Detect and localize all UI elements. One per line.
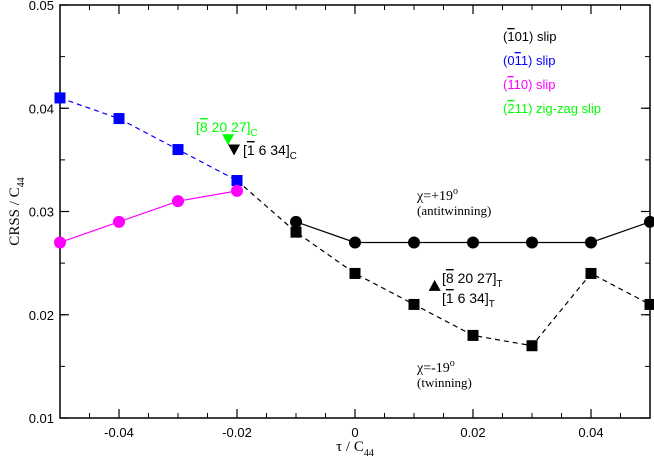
series-line-magenta xyxy=(59,190,238,244)
x-axis-label: τ / C44 xyxy=(336,439,374,459)
annotation-t-line1-rest: 20 27] xyxy=(454,270,497,286)
data-point-twinning xyxy=(290,226,302,238)
data-point-antitwinning xyxy=(585,236,597,249)
annotation-t-line1: [8 20 27]T xyxy=(442,270,503,290)
data-point-antitwinning xyxy=(290,215,302,228)
legend-entry-4: (211) zig-zag slip xyxy=(503,101,601,116)
data-point-twinning xyxy=(349,267,361,279)
series-line-blue xyxy=(59,97,238,182)
annotation-t-line2: [1 6 34]T xyxy=(442,290,495,310)
legend-entry-1: (101) slip xyxy=(503,29,557,44)
data-point-twinning xyxy=(644,298,654,310)
annotation-green-c: [8 20 27]C xyxy=(196,119,258,139)
legend-entry-1-rest: 01) slip xyxy=(515,29,557,44)
annotation-green-c-open: [ xyxy=(196,119,200,135)
annotation-t-line1-open: [ xyxy=(442,270,446,286)
series-magenta xyxy=(54,184,243,249)
legend-entry-2-overbar-digit: 1 xyxy=(515,53,522,68)
y-axis-label: CRSS / C44 xyxy=(7,177,27,245)
x-tick-label: 0.02 xyxy=(460,425,485,440)
annotations: [8 20 27]C[1 6 34]C[8 20 27]T[1 6 34]Tχ=… xyxy=(196,119,503,390)
y-tick-label: 0.02 xyxy=(29,308,54,323)
x-tick-label: 0 xyxy=(351,425,358,440)
axis-ticks: -0.04 -0.02 0 0.02 0.04 0.01 0.02 0.03 0.04 0.05 τ… xyxy=(7,0,651,459)
annotation-anti-label: (antitwinning) xyxy=(417,203,491,218)
annotation-green-c-rest: 20 27] xyxy=(208,119,251,135)
annotation-black-c-open: [ xyxy=(243,142,247,158)
data-point-magenta xyxy=(113,215,125,228)
data-point-antitwinning xyxy=(408,236,420,249)
legend-entry-3: (110) slip xyxy=(503,77,556,92)
data-point-magenta xyxy=(231,184,243,197)
annotation-green-c-subscript: C xyxy=(251,128,258,139)
y-tick-label: 0.01 xyxy=(29,411,54,426)
annotation-twin-chi-text: χ=-19 xyxy=(416,361,450,376)
data-point-blue xyxy=(231,175,243,187)
legend-entry-3-open: ( xyxy=(503,77,508,92)
series-blue xyxy=(54,92,243,187)
legend-entry-1-overbar-digit: 1 xyxy=(507,29,514,44)
legend-entry-3-overbar-digit: 1 xyxy=(507,77,514,92)
data-point-blue xyxy=(113,113,125,125)
legend-entry-2-rest: 1) slip xyxy=(521,53,556,68)
data-point-twinning xyxy=(408,298,420,310)
legend-entry-4-open: ( xyxy=(503,101,508,116)
annotation-t-line2-subscript: T xyxy=(489,299,495,310)
annotation-black-c-rest: 6 34] xyxy=(255,142,290,158)
legend-entry-2: (011) slip xyxy=(503,53,556,68)
annotation-t-line1-subscript: T xyxy=(497,279,503,290)
y-tick-label: 0.04 xyxy=(29,101,54,116)
annotation-t-line2-rest: 6 34] xyxy=(454,290,489,306)
legend-entry-1-open: ( xyxy=(503,29,508,44)
annotation-anti-chi: χ=+19o xyxy=(416,186,458,204)
annotation-t-line2-open: [ xyxy=(442,290,446,306)
data-point-black-T xyxy=(428,279,441,291)
series-antitwinning xyxy=(290,215,654,249)
legend-entry-2-open: (0 xyxy=(503,53,515,68)
data-point-antitwinning xyxy=(467,236,479,249)
data-point-green-C xyxy=(222,134,235,146)
annotation-black-c-subscript: C xyxy=(290,151,297,162)
annotation-twin-chi-sup: o xyxy=(450,358,455,369)
data-point-black-C xyxy=(228,144,241,156)
annotation-twin-chi: χ=-19o xyxy=(416,358,455,376)
data-point-blue xyxy=(172,144,184,156)
x-tick-label: -0.04 xyxy=(104,425,134,440)
data-point-blue xyxy=(54,92,66,104)
data-point-twinning xyxy=(526,340,538,352)
x-tick-label: -0.02 xyxy=(222,425,252,440)
x-axis-label-subscript: 44 xyxy=(364,448,374,459)
y-axis-label-main: CRSS / C xyxy=(7,187,23,245)
data-point-twinning xyxy=(467,329,479,341)
annotation-anti-chi-text: χ=+19 xyxy=(416,189,453,204)
annotation-anti-chi-sup: o xyxy=(453,186,458,197)
annotation-green-c-overbar-digit: 8 xyxy=(200,119,208,135)
legend-entry-4-rest: 11) zig-zag slip xyxy=(515,101,601,116)
y-tick-label: 0.03 xyxy=(29,205,54,220)
annotation-twin-label: (twinning) xyxy=(417,375,472,390)
data-point-twinning xyxy=(585,267,597,279)
data-point-antitwinning xyxy=(526,236,538,249)
series-line-twinning xyxy=(236,180,651,347)
y-tick-label: 0.05 xyxy=(29,0,54,13)
legend: (101) slip(011) slip(110) slip(211) zig-… xyxy=(503,29,601,116)
legend-entry-3-rest: 10) slip xyxy=(514,77,556,92)
annotation-black-c: [1 6 34]C xyxy=(243,142,297,162)
annotation-black-c-overbar-digit: 1 xyxy=(247,142,255,158)
annotation-t-line1-overbar-digit: 8 xyxy=(446,270,454,286)
legend-entry-4-overbar-digit: 2 xyxy=(507,101,514,116)
annotation-t-line2-overbar-digit: 1 xyxy=(446,290,454,306)
data-point-antitwinning xyxy=(349,236,361,249)
x-axis-label-main: τ / C xyxy=(336,439,364,455)
x-tick-label: 0.04 xyxy=(578,425,603,440)
data-point-magenta xyxy=(172,195,184,208)
y-axis-label-subscript: 44 xyxy=(16,177,27,187)
data-series xyxy=(54,92,654,352)
data-point-magenta xyxy=(54,236,66,249)
data-point-antitwinning xyxy=(644,215,654,228)
